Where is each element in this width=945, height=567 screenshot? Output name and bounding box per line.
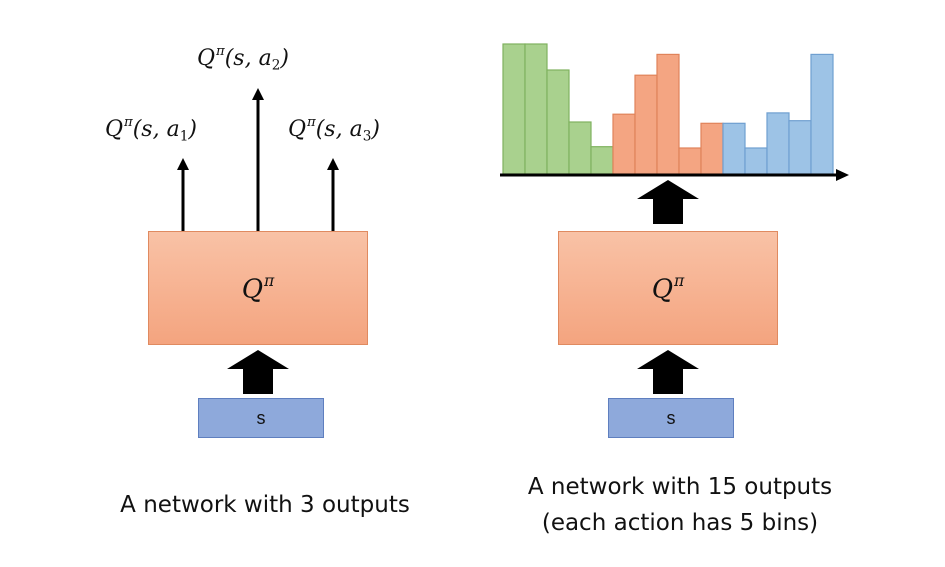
bar-action1-bin3 — [546, 69, 570, 175]
right-output-arrow — [637, 180, 699, 224]
left-output-arrowhead-a2 — [252, 88, 264, 100]
right-network-label: Qπ — [651, 271, 685, 305]
bar-action2-bin2 — [634, 74, 658, 175]
right-input-state-box: s — [608, 398, 734, 438]
bar-action3-bin2 — [744, 147, 768, 175]
right-caption-line2: (each action has 5 bins) — [541, 510, 819, 536]
left-output-label-a2: Qπ(s, a2) — [197, 44, 289, 74]
left-output-arrows — [177, 88, 339, 232]
bar-action2-bin5 — [700, 122, 724, 175]
left-input-state-label: s — [256, 407, 266, 428]
left-output-label-a1: Qπ(s, a1) — [105, 115, 197, 145]
right-caption: A network with 15 outputs (each action h… — [480, 469, 880, 541]
bar-action1-bin5 — [590, 146, 614, 175]
chart-x-axis-arrowhead — [836, 169, 849, 181]
bar-action3-bin3 — [766, 112, 790, 175]
left-output-arrowhead-a3 — [327, 158, 339, 170]
left-input-state-box: s — [198, 398, 324, 438]
bar-action2-bin1 — [612, 113, 636, 175]
left-input-arrow — [227, 350, 289, 394]
left-network-box: Qπ — [148, 231, 368, 345]
right-network-box: Qπ — [558, 231, 778, 345]
bar-action1-bin2 — [524, 43, 548, 175]
distribution-chart — [500, 43, 849, 181]
bar-action3-bin5 — [810, 53, 834, 175]
left-output-arrowhead-a1 — [177, 158, 189, 170]
left-output-label-a3: Qπ(s, a3) — [288, 115, 380, 145]
bar-action2-bin3 — [656, 53, 680, 175]
right-input-arrow — [637, 350, 699, 394]
bar-action1-bin1 — [502, 43, 526, 175]
left-caption: A network with 3 outputs — [120, 492, 410, 518]
bar-action3-bin4 — [788, 120, 812, 175]
bar-action3-bin1 — [722, 122, 746, 175]
bar-action1-bin4 — [568, 121, 592, 175]
right-input-state-label: s — [666, 407, 676, 428]
left-network-label: Qπ — [241, 271, 275, 305]
right-caption-line1: A network with 15 outputs — [527, 474, 833, 500]
bar-action2-bin4 — [678, 147, 702, 175]
